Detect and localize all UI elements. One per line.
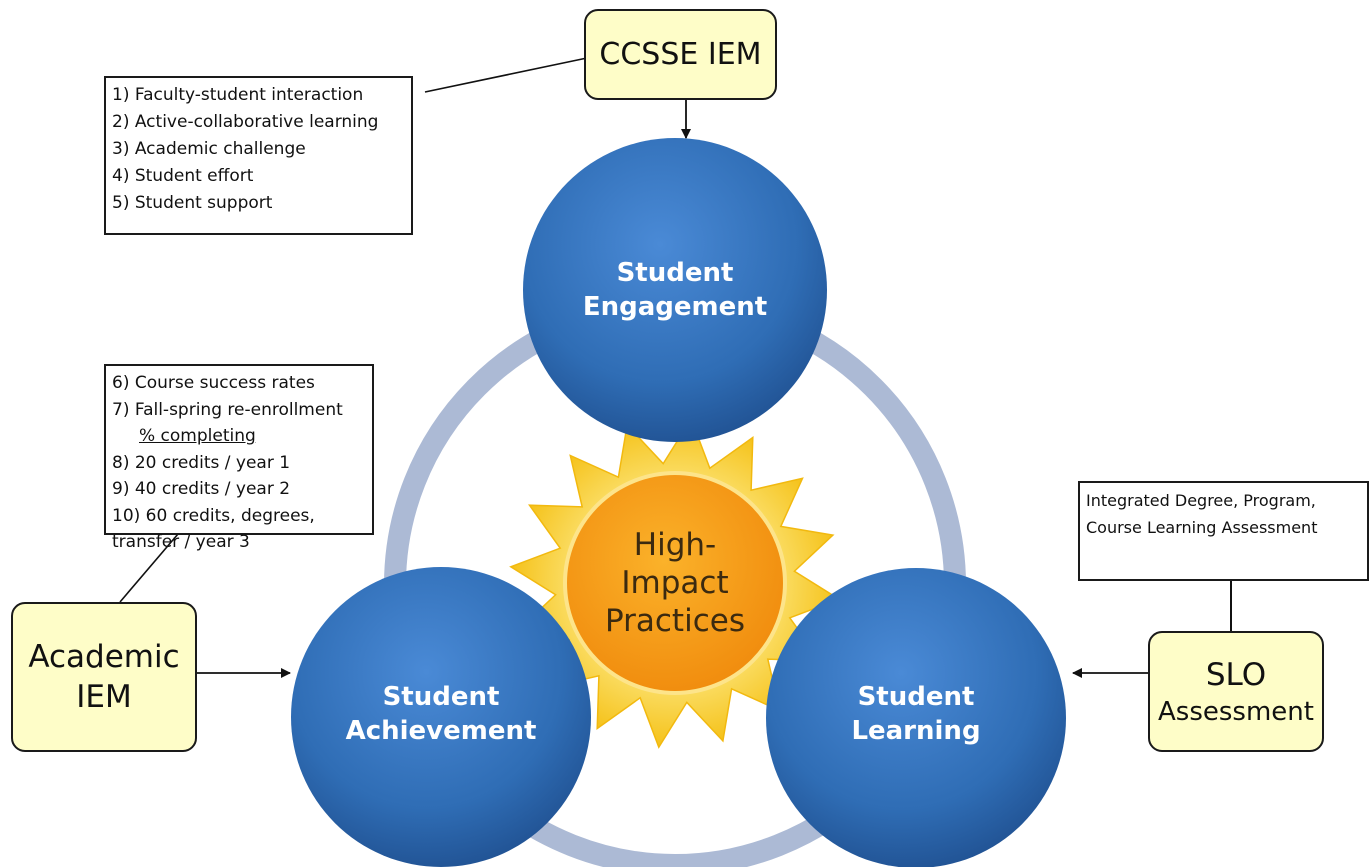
achievement-measure-6: 6) Course success rates [112, 373, 315, 393]
achievement-measures-box: 6) Course success rates 7) Fall-spring r… [104, 364, 374, 552]
achievement-measure-9: 9) 40 credits / year 2 [112, 479, 291, 499]
completing-header-row: % completing [112, 423, 366, 450]
center-line-3: Practices [605, 603, 745, 639]
ccsse-iem-label: CCSSE IEM [599, 37, 762, 72]
ccsse-iem-callout: CCSSE IEM [584, 9, 777, 100]
engagement-measure-4: 4) Student effort [112, 166, 254, 186]
slo-description-line-1: Integrated Degree, Program, [1086, 491, 1316, 510]
engagement-measure-2: 2) Active-collaborative learning [112, 112, 379, 132]
engagement-measures-box: 1) Faculty-student interaction 2) Active… [104, 76, 413, 235]
achievement-measure-10a: 10) 60 credits, degrees, [112, 505, 315, 526]
engagement-measure-1: 1) Faculty-student interaction [112, 85, 364, 105]
slo-description-line-2: Course Learning Assessment [1086, 518, 1318, 537]
engagement-measure-5: 5) Student support [112, 193, 273, 213]
center-line-1: High- [633, 527, 717, 563]
achievement-measure-7: 7) Fall-spring re-enrollment [112, 399, 343, 420]
academic-connector-line [119, 533, 179, 603]
engagement-label: Student Engagement [555, 240, 795, 340]
center-label: High- Impact Practices [575, 483, 775, 683]
slo-assessment-callout: SLO Assessment [1148, 631, 1324, 752]
achievement-measure-10b: transfer / year 3 [112, 532, 250, 552]
engagement-measure-3: 3) Academic challenge [112, 139, 306, 159]
ccsse-connector-line [424, 57, 588, 93]
academic-iem-line-1: Academic [28, 639, 180, 675]
achievement-circle [291, 567, 591, 867]
achievement-label: Student Achievement [316, 664, 566, 764]
slo-label: SLO [1205, 656, 1267, 693]
academic-iem-callout: Academic IEM [11, 602, 197, 752]
learning-label-line-1: Student [857, 682, 975, 712]
slo-description-box: Integrated Degree, Program, Course Learn… [1078, 481, 1369, 581]
engagement-circle [523, 138, 827, 442]
assessment-label: Assessment [1158, 696, 1314, 727]
learning-label-line-2: Learning [851, 716, 981, 746]
learning-circle [766, 568, 1066, 867]
center-line-2: Impact [621, 565, 729, 601]
achievement-label-line-2: Achievement [345, 716, 537, 746]
academic-iem-line-2: IEM [76, 679, 132, 715]
engagement-label-line-2: Engagement [582, 292, 768, 322]
engagement-label-line-1: Student [616, 258, 734, 288]
achievement-label-line-1: Student [382, 682, 500, 712]
completing-header: % completing [139, 426, 256, 446]
learning-label: Student Learning [806, 664, 1026, 764]
achievement-measure-8: 8) 20 credits / year 1 [112, 452, 291, 473]
center-circle [563, 471, 787, 695]
